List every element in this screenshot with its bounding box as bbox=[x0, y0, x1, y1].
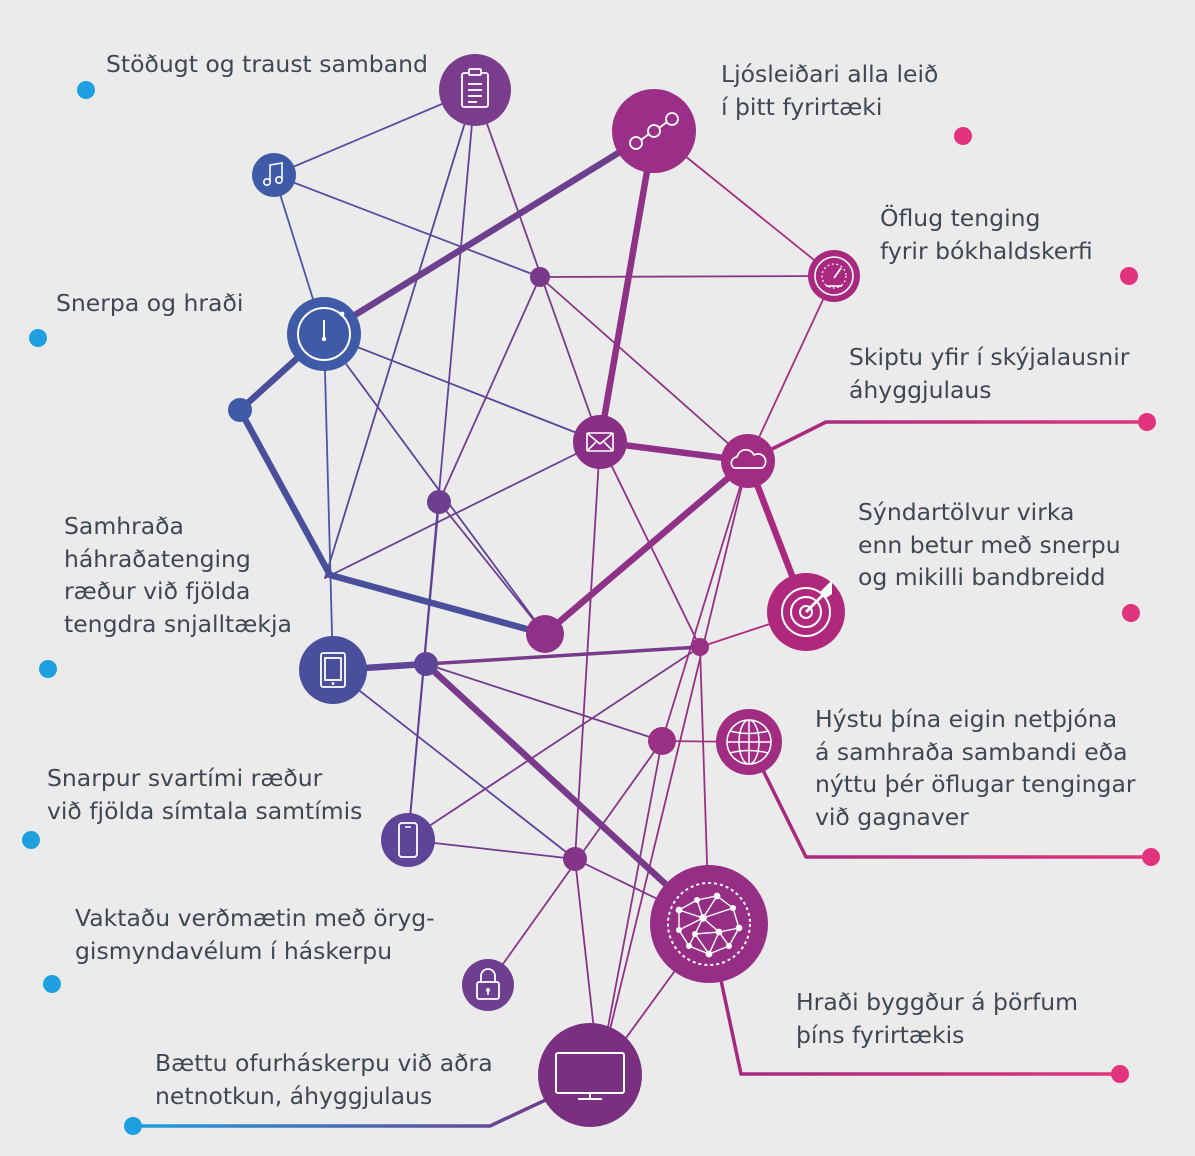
label-business-needs: Hraði byggður á þörfum þíns fyrirtækis bbox=[796, 988, 1079, 1049]
phone-icon bbox=[381, 813, 435, 867]
label-accounting-systems: Öflug tenging fyrir bókhaldskerfi bbox=[880, 204, 1093, 265]
globe-icon bbox=[716, 709, 782, 775]
mesh-lines bbox=[273, 89, 835, 1076]
label-security-cameras: Vaktaðu verðmætin með öryg- gismyndavélu… bbox=[75, 904, 435, 965]
label-cloud-solutions: Skiptu yfir í skýjalausnir áhyggjulaus bbox=[849, 343, 1130, 404]
tablet-icon bbox=[299, 636, 367, 704]
lock-icon bbox=[462, 959, 514, 1011]
monitor-icon bbox=[538, 1023, 642, 1127]
label-ultra-hd: Bættu ofurháskerpu við aðra netnotkun, á… bbox=[155, 1049, 493, 1110]
label-response-time: Snarpur svartími ræður við fjölda símtal… bbox=[47, 764, 363, 825]
stopwatch-icon bbox=[287, 297, 361, 371]
workflow-icon bbox=[612, 89, 696, 173]
label-fiber-all-the-way: Ljósleiðari alla leið í þitt fyrirtæki bbox=[721, 60, 939, 121]
label-stable-connection: Stöðugt og traust samband bbox=[106, 50, 428, 78]
connector-lines bbox=[31, 88, 1151, 1128]
label-speed-and-agility: Snerpa og hraði bbox=[56, 289, 244, 317]
label-symmetric-connection: Samhraða háhraðatenging ræður við fjölda… bbox=[64, 512, 292, 638]
music-note-icon bbox=[252, 153, 296, 197]
junction-dots bbox=[228, 267, 709, 871]
gauge-icon bbox=[808, 250, 860, 302]
label-virtual-machines: Sýndartölvur virka enn betur með snerpu … bbox=[858, 498, 1121, 591]
target-icon bbox=[767, 573, 845, 651]
mail-icon bbox=[573, 415, 627, 469]
network-globe-icon bbox=[650, 865, 768, 983]
label-server-hosting: Hýstu þína eigin netþjóna á samhraða sam… bbox=[815, 705, 1136, 831]
connector-end-dots bbox=[22, 81, 1160, 1135]
cloud-icon bbox=[721, 434, 775, 488]
clipboard-icon bbox=[439, 54, 511, 126]
